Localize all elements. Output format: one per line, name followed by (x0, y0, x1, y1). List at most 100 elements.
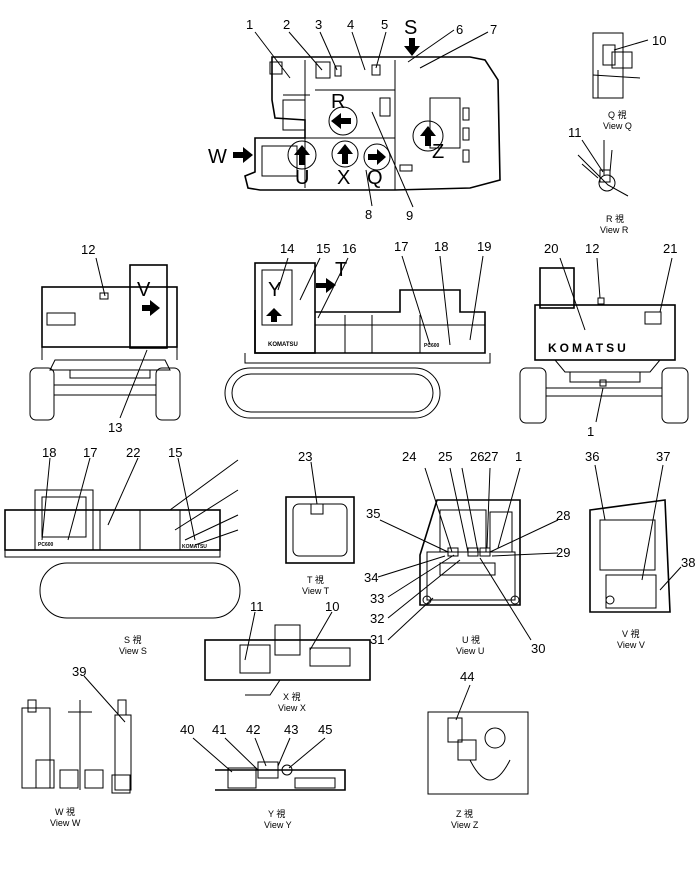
letter-x: X (337, 167, 350, 189)
front-view (29, 257, 181, 421)
caption-v-jp: V 視 (622, 628, 640, 639)
callout-17: 17 (394, 239, 408, 254)
callout-38: 38 (681, 555, 695, 570)
letter-u: U (295, 167, 309, 189)
view-x-drawing (204, 611, 371, 696)
callout-36: 36 (585, 449, 599, 464)
callout-8: 8 (365, 207, 372, 222)
callout-18b: 18 (42, 445, 56, 460)
callout-15: 15 (316, 241, 330, 256)
callout-10: 10 (652, 33, 666, 48)
callout-numbers: 1 2 3 4 5 6 7 8 9 10 11 12 13 14 15 16 1… (42, 17, 695, 737)
callout-27-vis: 27 (484, 449, 498, 464)
callout-4: 4 (347, 17, 354, 32)
callout-19: 19 (477, 239, 491, 254)
callout-41: 41 (212, 722, 226, 737)
callout-18: 18 (434, 239, 448, 254)
caption-u-en: View U (456, 646, 484, 656)
brand-view-s: KOMATSU (182, 544, 207, 550)
view-q-drawing (592, 32, 649, 99)
brand-side: KOMATSU (268, 342, 298, 348)
view-t-drawing (285, 461, 355, 564)
callout-12b: 12 (585, 241, 599, 256)
letter-r: R (331, 91, 345, 113)
callout-39: 39 (72, 664, 86, 679)
callout-10b: 10 (325, 599, 339, 614)
callout-26-vis: 26 (470, 449, 484, 464)
caption-z-jp: Z 視 (456, 808, 473, 819)
callout-6: 6 (456, 22, 463, 37)
view-w-drawing (21, 675, 132, 794)
caption-r-en: View R (600, 225, 629, 235)
view-r-drawing (577, 139, 629, 197)
callout-37: 37 (656, 449, 670, 464)
callout-42: 42 (246, 722, 260, 737)
callout-13: 13 (108, 420, 122, 435)
view-captions: Q 視 View Q R 視 View R T 視 View T S 視 Vie… (50, 109, 645, 830)
model-view-s: PC600 (38, 542, 54, 548)
callout-17b: 17 (83, 445, 97, 460)
caption-v-en: View V (617, 640, 645, 650)
caption-y-en: View Y (264, 820, 292, 830)
callout-45: 45 (318, 722, 332, 737)
caption-y-jp: Y 視 (268, 808, 285, 819)
callout-32: 32 (370, 611, 384, 626)
callout-7: 7 (490, 22, 497, 37)
callout-1: 1 (246, 17, 253, 32)
letter-q: Q (367, 167, 383, 189)
callout-35: 35 (366, 506, 380, 521)
caption-t-jp: T 視 (307, 574, 324, 585)
callout-34: 34 (364, 570, 378, 585)
callout-16: 16 (342, 241, 356, 256)
callout-14: 14 (280, 241, 294, 256)
view-y-drawing (192, 737, 346, 791)
callout-15b: 15 (168, 445, 182, 460)
callout-1c: 1 (515, 449, 522, 464)
letter-s: S (404, 17, 417, 39)
arrow-v (142, 300, 160, 316)
caption-w-jp: W 視 (55, 806, 75, 817)
letter-w: W (208, 146, 227, 168)
caption-w-en: View W (50, 818, 81, 828)
caption-q-jp: Q 視 (608, 109, 627, 120)
model-side: PC600 (424, 343, 440, 349)
callout-28: 28 (556, 508, 570, 523)
caption-r-jp: R 視 (606, 213, 624, 224)
callout-9: 9 (406, 208, 413, 223)
letter-z: Z (432, 141, 444, 163)
callout-40: 40 (180, 722, 194, 737)
callout-23: 23 (298, 449, 312, 464)
caption-x-jp: X 視 (283, 691, 301, 702)
view-s-drawing (4, 457, 241, 619)
callout-5: 5 (381, 17, 388, 32)
caption-s-jp: S 視 (124, 634, 142, 645)
callout-31: 31 (370, 632, 384, 647)
letter-y: Y (268, 279, 281, 301)
view-v-drawing (589, 464, 682, 613)
letter-v: V (137, 279, 151, 301)
callout-11: 11 (568, 125, 582, 140)
view-letters: S W R Z U X Q V Y T (137, 17, 444, 301)
callout-44: 44 (460, 669, 474, 684)
side-view (224, 255, 491, 419)
rear-view (519, 257, 689, 424)
caption-u-jp: U 視 (462, 634, 480, 645)
brand-rear: KOMATSU (548, 341, 629, 355)
callout-22: 22 (126, 445, 140, 460)
callout-43: 43 (284, 722, 298, 737)
callout-30: 30 (531, 641, 545, 656)
top-view (233, 29, 501, 208)
arrow-y (266, 308, 282, 322)
callout-29: 29 (556, 545, 570, 560)
view-z-drawing (427, 684, 529, 795)
caption-s-en: View S (119, 646, 147, 656)
callout-2: 2 (283, 17, 290, 32)
callout-11b: 11 (250, 599, 264, 614)
caption-t-en: View T (302, 586, 330, 596)
callout-21: 21 (663, 241, 677, 256)
callout-20: 20 (544, 241, 558, 256)
caption-x-en: View X (278, 703, 306, 713)
callout-33: 33 (370, 591, 384, 606)
caption-z-en: View Z (451, 820, 479, 830)
